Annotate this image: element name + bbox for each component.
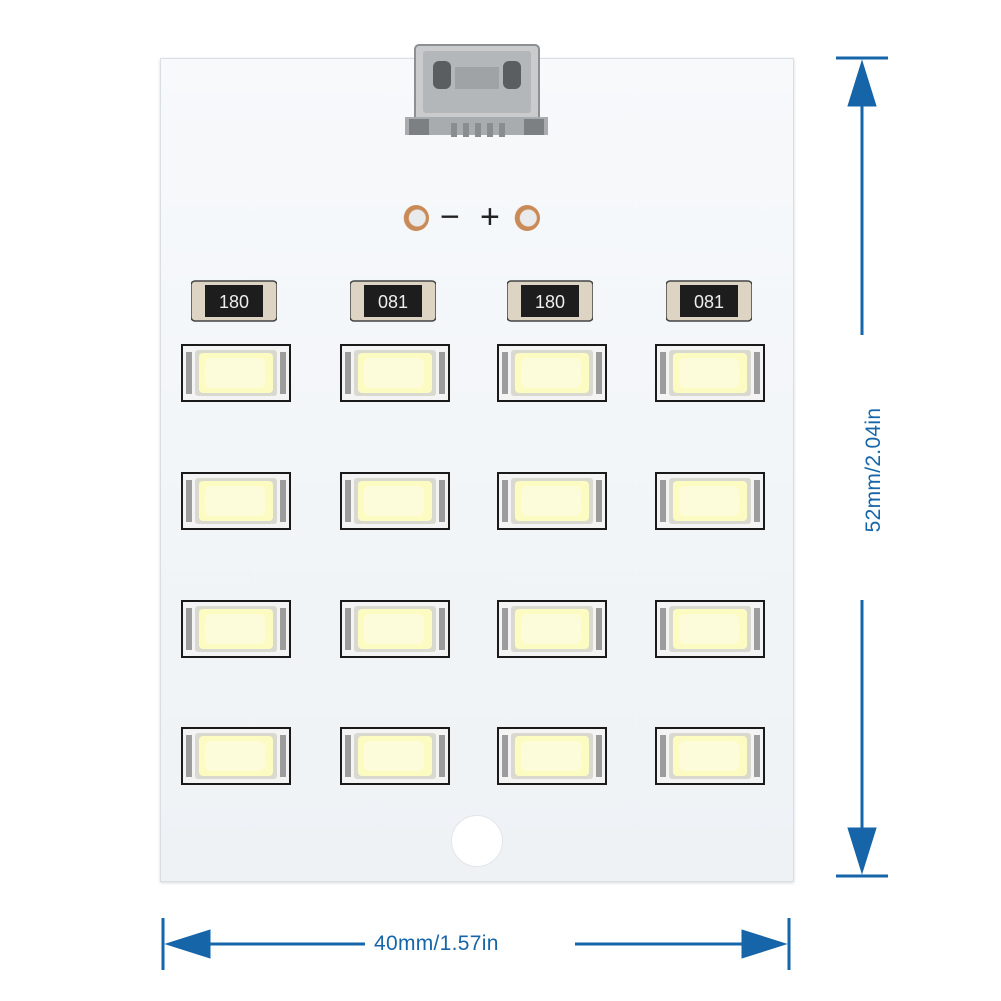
resistor-1: 180 (191, 280, 277, 322)
resistor-marking: 081 (378, 292, 408, 312)
positive-pad (514, 205, 540, 231)
width-right-arrow (741, 929, 788, 959)
height-top-arrow (847, 59, 877, 107)
width-label: 40mm/1.57in (370, 932, 503, 956)
led-chip-16 (655, 727, 765, 785)
led-chip-4 (655, 344, 765, 402)
height-label: 52mm/2.04in (862, 403, 886, 537)
led-chip-13 (181, 727, 291, 785)
width-left-arrow (164, 929, 211, 959)
led-chip-5 (181, 472, 291, 530)
negative-pad (403, 205, 429, 231)
led-chip-11 (497, 600, 607, 658)
led-chip-8 (655, 472, 765, 530)
positive-label: + (480, 198, 500, 236)
negative-label: − (440, 198, 460, 236)
resistor-marking: 081 (694, 292, 724, 312)
resistor-3: 180 (507, 280, 593, 322)
led-chip-10 (340, 600, 450, 658)
height-bottom-arrow (847, 827, 877, 875)
micro-usb-connector (405, 44, 548, 137)
resistor-2: 081 (350, 280, 436, 322)
led-chip-2 (340, 344, 450, 402)
led-chip-3 (497, 344, 607, 402)
resistor-marking: 180 (219, 292, 249, 312)
mounting-hole (451, 815, 503, 867)
led-chip-12 (655, 600, 765, 658)
led-chip-9 (181, 600, 291, 658)
led-chip-15 (497, 727, 607, 785)
led-chip-14 (340, 727, 450, 785)
resistor-marking: 180 (535, 292, 565, 312)
led-chip-7 (497, 472, 607, 530)
led-chip-6 (340, 472, 450, 530)
resistor-4: 081 (666, 280, 752, 322)
led-chip-1 (181, 344, 291, 402)
